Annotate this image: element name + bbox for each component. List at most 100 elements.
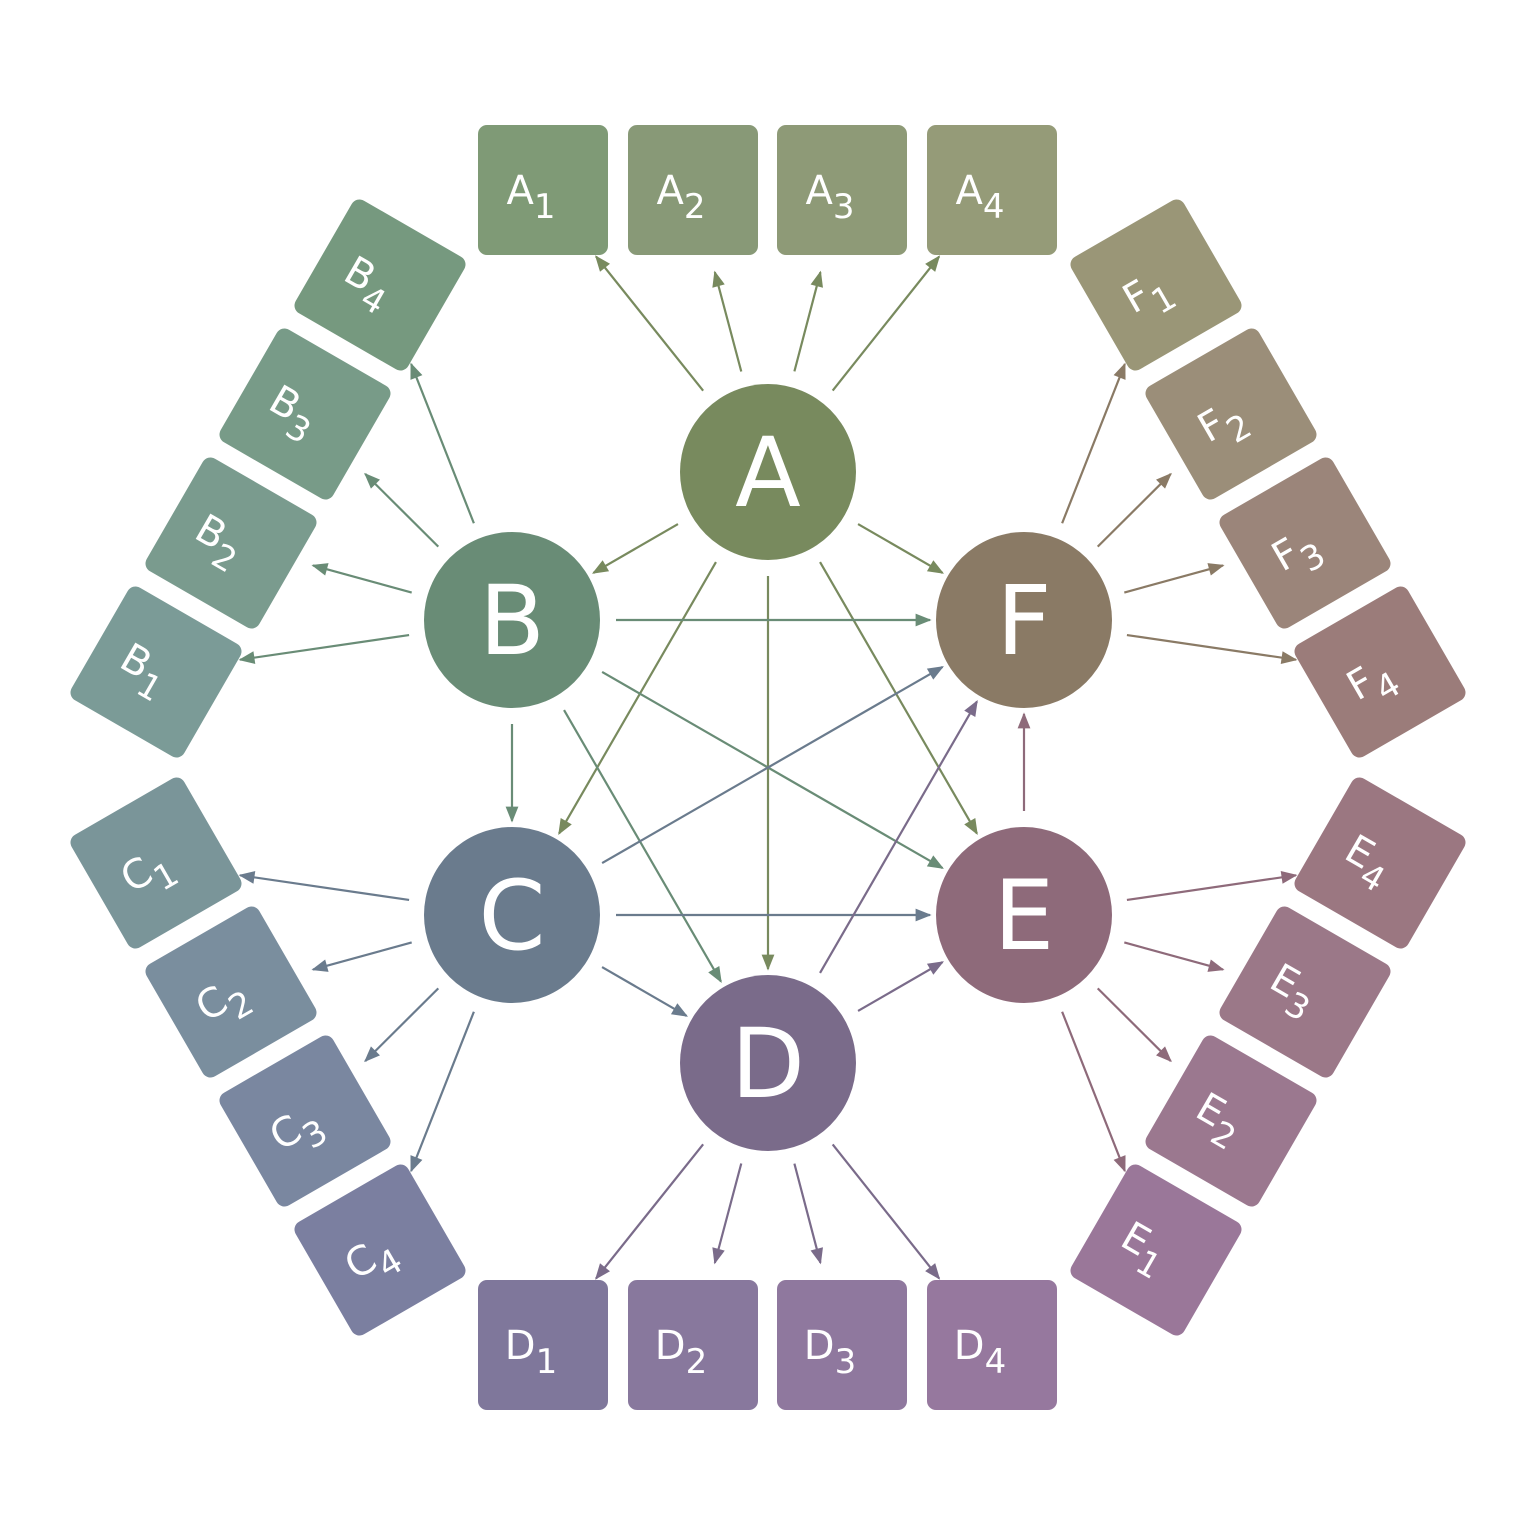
leaf-letter: D [505, 1323, 536, 1369]
hub-circle [680, 384, 856, 560]
edge-f-to-leaf-2 [1096, 472, 1172, 548]
hub-label: A [735, 417, 801, 529]
edge-e-to-leaf-4 [1126, 871, 1298, 902]
leaf-box [1294, 586, 1466, 758]
leaf-label: E2 [1182, 1084, 1252, 1159]
hub-layer: A B C D E F [424, 384, 1112, 1151]
leaf-box [628, 1280, 758, 1410]
edge-c-to-d [601, 966, 689, 1017]
leaf-box [628, 125, 758, 255]
leaf-node-a1: A1 [478, 125, 608, 255]
leaf-box [1070, 199, 1242, 371]
leaf-node-e2: E2 [1145, 1035, 1317, 1207]
leaf-node-e4: E4 [1294, 777, 1466, 949]
edge-c-to-leaf-4 [410, 1011, 475, 1173]
edge-a-to-f [857, 523, 945, 574]
hub-label: D [731, 1008, 805, 1120]
leaf-node-f3: F3 [1219, 457, 1391, 629]
leaf-box [219, 1035, 391, 1207]
leaf-subscript: 2 [684, 187, 706, 227]
leaf-box [1145, 1035, 1317, 1207]
hub-circle [424, 827, 600, 1003]
leaf-label: A2 [656, 168, 705, 227]
edge-a-to-leaf-4 [831, 255, 941, 392]
edge-layer [238, 255, 1298, 1280]
leaf-box [294, 199, 466, 371]
leaf-subscript: 3 [833, 187, 855, 227]
leaf-label: D1 [505, 1323, 557, 1382]
hub-label: F [996, 565, 1051, 677]
hub-label: C [478, 860, 545, 972]
hub-label: E [994, 860, 1055, 972]
leaf-box [219, 328, 391, 500]
leaf-node-f4: F4 [1294, 586, 1466, 758]
edge-a-to-b [591, 523, 679, 574]
edge-d-to-leaf-1 [595, 1143, 704, 1280]
edge-c-to-f [601, 665, 944, 865]
leaf-box [145, 457, 317, 629]
leaf-node-d2: D2 [628, 1280, 758, 1410]
hub-node-d: D [680, 975, 856, 1151]
edge-d-to-leaf-3 [793, 1163, 823, 1265]
edge-b-to-leaf-4 [410, 362, 475, 524]
leaf-subscript: 1 [534, 187, 556, 227]
edge-c-to-leaf-3 [364, 987, 440, 1063]
leaf-node-e1: E1 [1070, 1164, 1242, 1336]
edge-b-to-e [601, 670, 944, 870]
edge-e-to-leaf-3 [1124, 941, 1225, 972]
leaf-label: D3 [804, 1323, 856, 1382]
leaf-node-a4: A4 [927, 125, 1057, 255]
edge-d-to-leaf-2 [712, 1163, 743, 1265]
edge-e-to-leaf-1 [1061, 1011, 1126, 1173]
edge-f-to-leaf-1 [1061, 362, 1126, 524]
leaf-box [1219, 906, 1391, 1078]
edge-b-to-leaf-2 [311, 563, 412, 594]
leaf-box [777, 1280, 907, 1410]
leaf-node-d1: D1 [478, 1280, 608, 1410]
leaf-node-c3: C3 [219, 1035, 391, 1207]
leaf-box [927, 125, 1057, 255]
leaf-subscript: 4 [983, 187, 1005, 227]
edge-a-to-e [819, 561, 978, 835]
leaf-box [70, 777, 242, 949]
leaf-letter: A [955, 168, 983, 214]
leaf-label: A1 [506, 168, 555, 227]
leaf-node-a2: A2 [628, 125, 758, 255]
edge-d-to-e [857, 961, 945, 1012]
leaf-label: D4 [954, 1323, 1006, 1382]
leaf-subscript: 3 [835, 1342, 857, 1382]
edge-b-to-leaf-1 [238, 633, 410, 664]
edge-c-to-leaf-2 [311, 941, 412, 972]
edge-a-to-leaf-3 [793, 270, 823, 372]
hub-node-f: F [936, 532, 1112, 708]
hub-node-c: C [424, 827, 600, 1003]
hub-node-a: A [680, 384, 856, 560]
hub-node-b: B [424, 532, 600, 708]
leaf-box [478, 125, 608, 255]
hub-node-e: E [936, 827, 1112, 1003]
leaf-box [1070, 1164, 1242, 1336]
leaf-box [1294, 777, 1466, 949]
edge-b-to-d [563, 709, 722, 983]
leaf-box [294, 1164, 466, 1336]
edge-d-to-leaf-4 [831, 1143, 941, 1280]
leaf-letter: A [506, 168, 534, 214]
edge-f-to-leaf-4 [1126, 633, 1298, 664]
edge-e-to-leaf-2 [1096, 987, 1172, 1063]
leaf-node-f1: F1 [1070, 199, 1242, 371]
leaf-letter: A [805, 168, 833, 214]
hub-circle [680, 975, 856, 1151]
leaf-node-a3: A3 [777, 125, 907, 255]
edge-c-to-leaf-1 [238, 871, 410, 902]
edge-a-to-leaf-1 [595, 255, 704, 392]
hub-circle [936, 532, 1112, 708]
leaf-box [927, 1280, 1057, 1410]
edge-f-to-leaf-3 [1124, 563, 1225, 594]
leaf-subscript: 1 [536, 1342, 558, 1382]
hub-label: B [479, 565, 545, 677]
hub-circle [936, 827, 1112, 1003]
leaf-letter: A [656, 168, 684, 214]
edge-a-to-c [558, 561, 717, 835]
leaf-label: A4 [955, 168, 1004, 227]
